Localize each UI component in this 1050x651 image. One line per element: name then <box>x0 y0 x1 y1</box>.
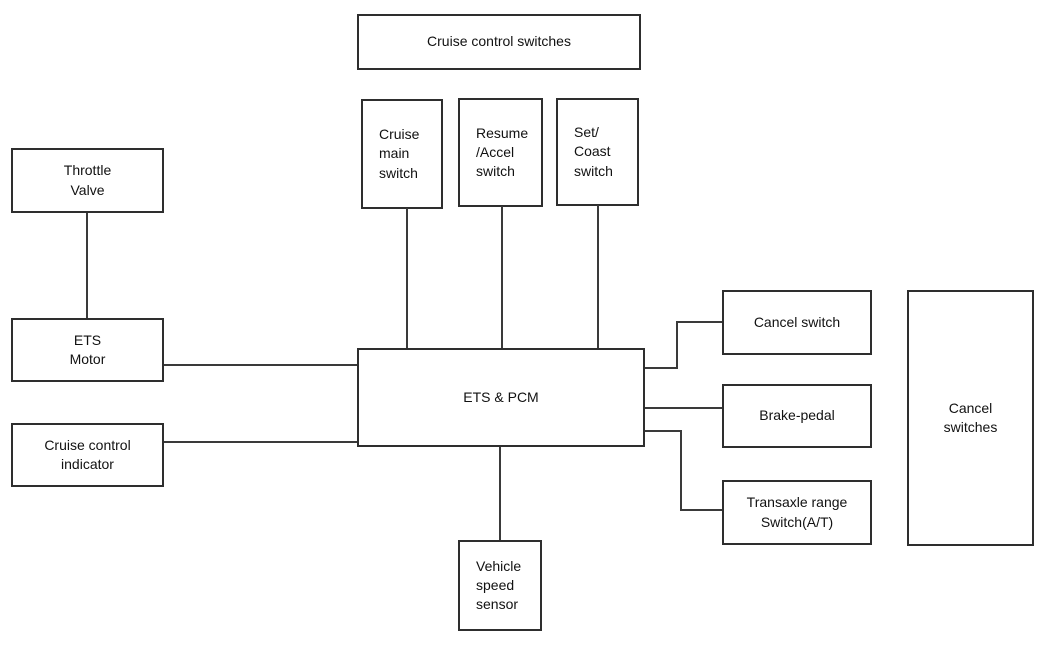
connector-throttle-valve-to-ets-motor <box>86 213 88 318</box>
connector-ets-pcm-to-cancel-switch-seg3 <box>676 321 722 323</box>
node-set-coast-switch: Set/ Coast switch <box>556 98 639 206</box>
node-ets-motor: ETS Motor <box>11 318 164 382</box>
node-vehicle-speed-sensor: Vehicle speed sensor <box>458 540 542 631</box>
connector-ets-motor-to-ets-pcm <box>164 364 357 366</box>
connector-ets-pcm-to-cancel-switch-seg1 <box>645 367 678 369</box>
node-cancel-switches: Cancel switches <box>907 290 1034 546</box>
node-throttle-valve: Throttle Valve <box>11 148 164 213</box>
node-brake-pedal: Brake-pedal <box>722 384 872 448</box>
connector-ets-pcm-to-transaxle-seg3 <box>680 509 722 511</box>
connector-ets-pcm-to-brake-pedal <box>645 407 722 409</box>
node-ets-pcm: ETS & PCM <box>357 348 645 447</box>
connector-ets-pcm-to-transaxle-seg1 <box>645 430 682 432</box>
node-transaxle-range-switch: Transaxle range Switch(A/T) <box>722 480 872 545</box>
node-cancel-switch: Cancel switch <box>722 290 872 355</box>
connector-set-coast-switch-to-ets-pcm <box>597 205 599 348</box>
connector-ets-pcm-to-vehicle-speed-sensor <box>499 447 501 540</box>
node-cruise-control-switches: Cruise control switches <box>357 14 641 70</box>
connector-cruise-main-switch-to-ets-pcm <box>406 208 408 348</box>
connector-resume-accel-switch-to-ets-pcm <box>501 206 503 348</box>
node-resume-accel-switch: Resume /Accel switch <box>458 98 543 207</box>
node-cruise-control-indicator: Cruise control indicator <box>11 423 164 487</box>
connector-cruise-control-indicator-to-ets-pcm <box>164 441 357 443</box>
node-cruise-main-switch: Cruise main switch <box>361 99 443 209</box>
connector-ets-pcm-to-transaxle-seg2 <box>680 430 682 511</box>
connector-ets-pcm-to-cancel-switch-seg2 <box>676 321 678 369</box>
